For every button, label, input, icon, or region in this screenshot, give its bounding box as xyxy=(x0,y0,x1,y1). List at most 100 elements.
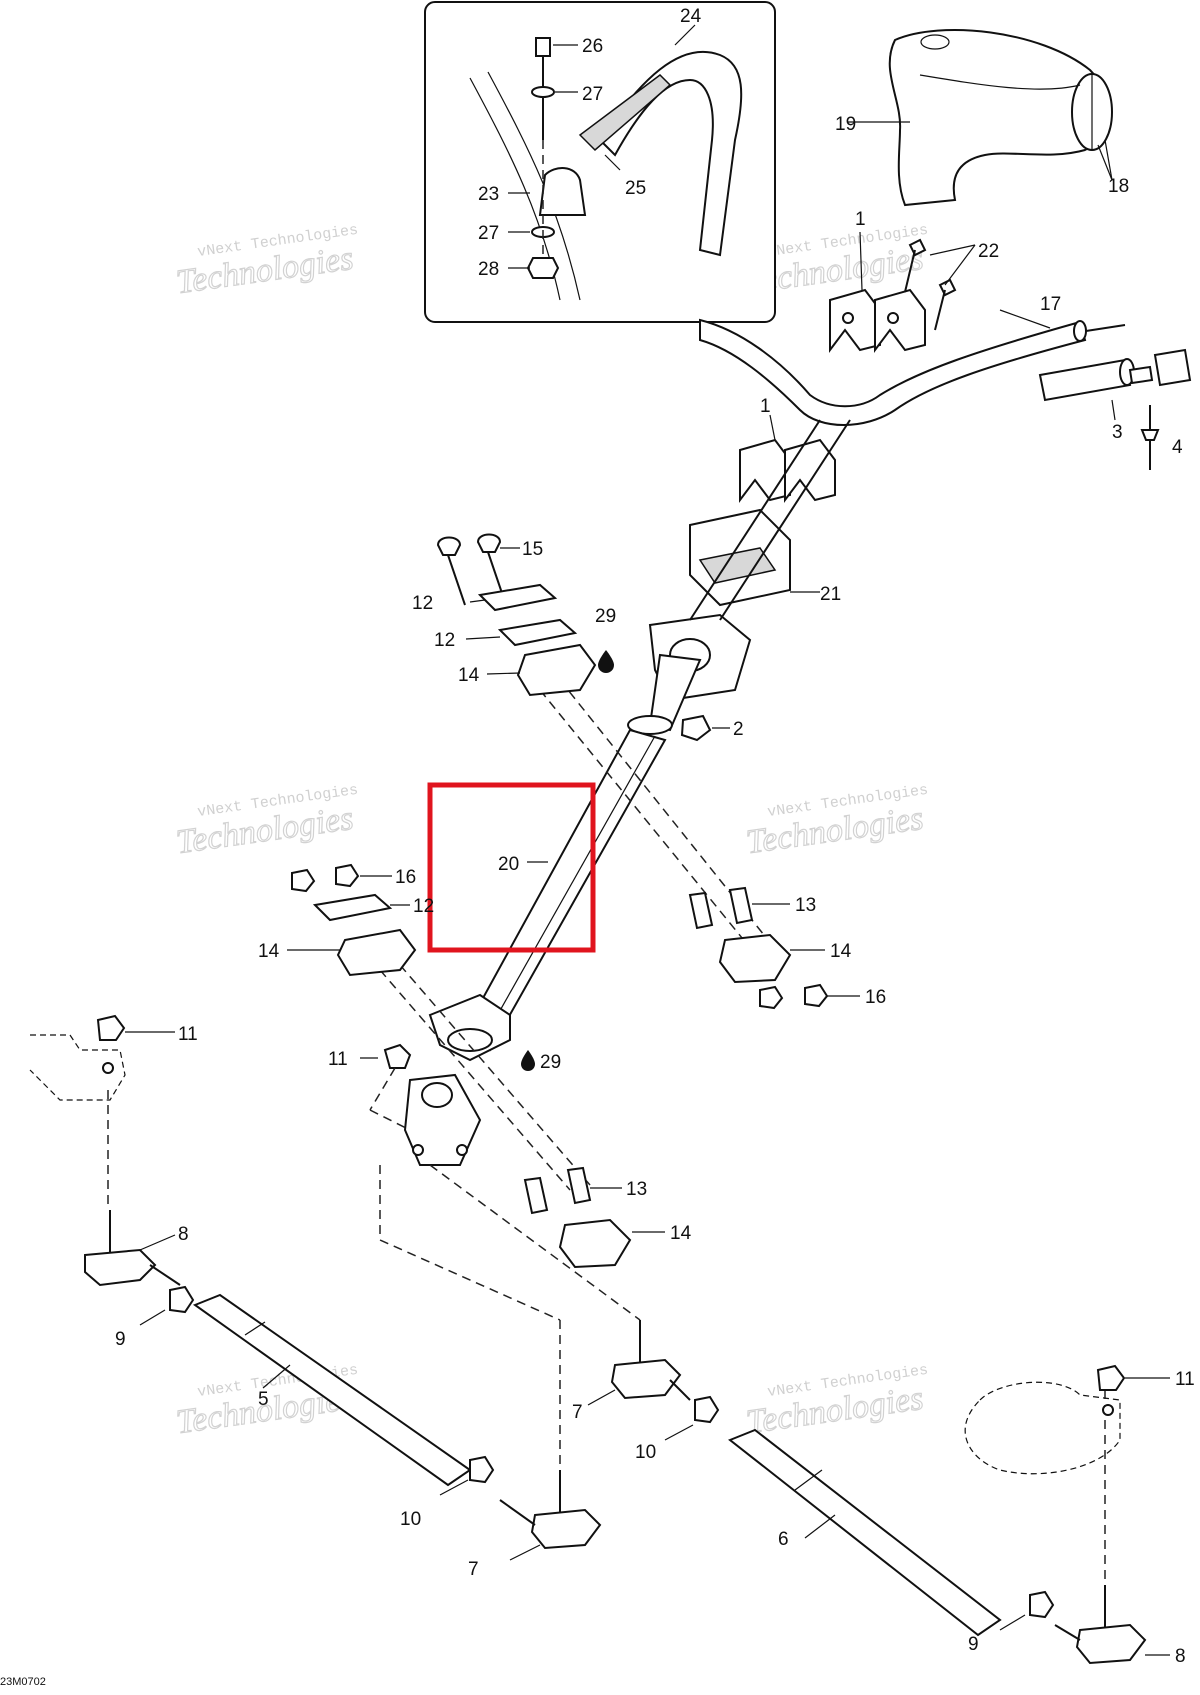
drawing-code: 23M0702 xyxy=(0,1676,46,1688)
callout-28: 28 xyxy=(478,259,499,280)
callout-8: 8 xyxy=(1175,1646,1186,1667)
callout-14: 14 xyxy=(458,665,480,686)
lube-drop-icon xyxy=(521,1050,535,1071)
upper-clamp-left xyxy=(829,288,881,353)
callout-8: 8 xyxy=(178,1224,189,1245)
bolt-15-a xyxy=(436,536,462,556)
callout-26: 26 xyxy=(582,36,603,57)
callout-18: 18 xyxy=(1108,176,1129,197)
callout-29: 29 xyxy=(595,606,616,627)
plate-12-b xyxy=(497,618,578,647)
retainer-assembly xyxy=(107,533,1106,1585)
callout-9: 9 xyxy=(115,1329,126,1350)
callout-2: 2 xyxy=(733,719,744,740)
bushing-13-a xyxy=(688,891,714,930)
callout-3: 3 xyxy=(1112,422,1123,443)
callout-15: 15 xyxy=(522,539,543,560)
nut-11-right xyxy=(1096,1364,1126,1391)
lower-clamp-right xyxy=(784,438,836,503)
retainer-14-left xyxy=(336,928,417,977)
callout-13: 13 xyxy=(795,895,816,916)
inset-handlebar xyxy=(487,71,581,301)
handlebar xyxy=(699,231,1192,503)
callout-23: 23 xyxy=(478,184,499,205)
callout-12: 12 xyxy=(412,593,433,614)
bushing-13-b xyxy=(728,886,754,925)
cover-body xyxy=(888,29,1108,207)
callout-6: 6 xyxy=(778,1529,789,1550)
callout-29: 29 xyxy=(540,1052,561,1073)
lower-clamp-left xyxy=(739,438,791,503)
callout-10: 10 xyxy=(400,1509,421,1530)
callout-19: 19 xyxy=(835,114,856,135)
washer-27 xyxy=(531,86,555,98)
callout-27: 27 xyxy=(582,84,603,105)
callout-14: 14 xyxy=(258,941,280,962)
nut-2 xyxy=(680,714,712,742)
nut-16-b xyxy=(804,983,829,1008)
bolt-15-b xyxy=(476,533,502,553)
lube-drop-icon xyxy=(598,650,614,673)
jam-nut-10-a xyxy=(469,1455,495,1484)
callout-labels: 1 1 2 3 4 5 6 7 7 8 8 9 9 10 10 11 11 11… xyxy=(115,6,1195,1667)
plate-12-a xyxy=(477,583,558,612)
tie-rods xyxy=(29,1014,1170,1665)
column-bushing xyxy=(627,715,673,735)
nut-11-center xyxy=(383,1043,412,1069)
callout-13: 13 xyxy=(626,1179,647,1200)
callout-11: 11 xyxy=(1175,1369,1195,1390)
jam-nut-10-b xyxy=(694,1395,720,1424)
ball-joint-7-upper xyxy=(610,1358,682,1400)
callout-12: 12 xyxy=(413,896,434,917)
jam-nut-9-right xyxy=(1029,1590,1055,1619)
nut-16-c xyxy=(291,868,316,893)
callout-22: 22 xyxy=(978,241,999,262)
ball-joint-8-left xyxy=(84,1248,157,1287)
plate-12-c xyxy=(312,893,393,922)
callout-20: 20 xyxy=(498,854,519,875)
nut-16-d xyxy=(335,863,360,888)
frame-bracket-left xyxy=(29,1034,126,1101)
callout-11: 11 xyxy=(178,1024,198,1045)
retainer-14-right xyxy=(718,933,792,984)
nut-11-left xyxy=(96,1014,126,1041)
watermark: vNext Technologies Technologies xyxy=(743,782,929,862)
retainer-14-top xyxy=(516,643,597,697)
bushing-13-d xyxy=(566,1166,592,1205)
bolt-26 xyxy=(535,37,551,57)
ball-joint-7-center xyxy=(530,1508,602,1550)
callout-10: 10 xyxy=(635,1442,656,1463)
callout-5: 5 xyxy=(258,1389,269,1410)
callout-7: 7 xyxy=(572,1402,583,1423)
callout-11: 11 xyxy=(328,1049,348,1070)
frame-bracket-right xyxy=(964,1381,1121,1475)
detail-inset xyxy=(424,1,776,323)
callout-14: 14 xyxy=(830,941,852,962)
watermark: vNext Technologies Technologies xyxy=(173,782,359,862)
retainer-14-lower xyxy=(558,1218,632,1269)
callout-1: 1 xyxy=(760,396,771,417)
pad-clamp xyxy=(538,167,587,216)
callout-1: 1 xyxy=(855,209,866,230)
nut-16-a xyxy=(759,985,784,1010)
grip-end xyxy=(1153,348,1192,387)
callout-17: 17 xyxy=(1040,294,1061,315)
callout-27: 27 xyxy=(478,223,499,244)
upper-clamp-right xyxy=(874,288,926,353)
ball-joint-8-right xyxy=(1075,1623,1147,1665)
jam-nut-9-left xyxy=(169,1285,195,1314)
callout-16: 16 xyxy=(865,987,886,1008)
nut-28 xyxy=(526,257,560,279)
handlebar-tube xyxy=(699,318,1087,426)
grip xyxy=(1038,358,1132,402)
inset-frame xyxy=(424,1,776,323)
callout-16: 16 xyxy=(395,867,416,888)
steering-column xyxy=(360,419,851,1166)
highlight-box xyxy=(427,782,596,953)
handlebar-cover xyxy=(848,29,1113,207)
callout-12: 12 xyxy=(434,630,455,651)
bushing-13-c xyxy=(523,1176,549,1215)
watermark: vNext Technologies Technologies xyxy=(173,222,359,302)
